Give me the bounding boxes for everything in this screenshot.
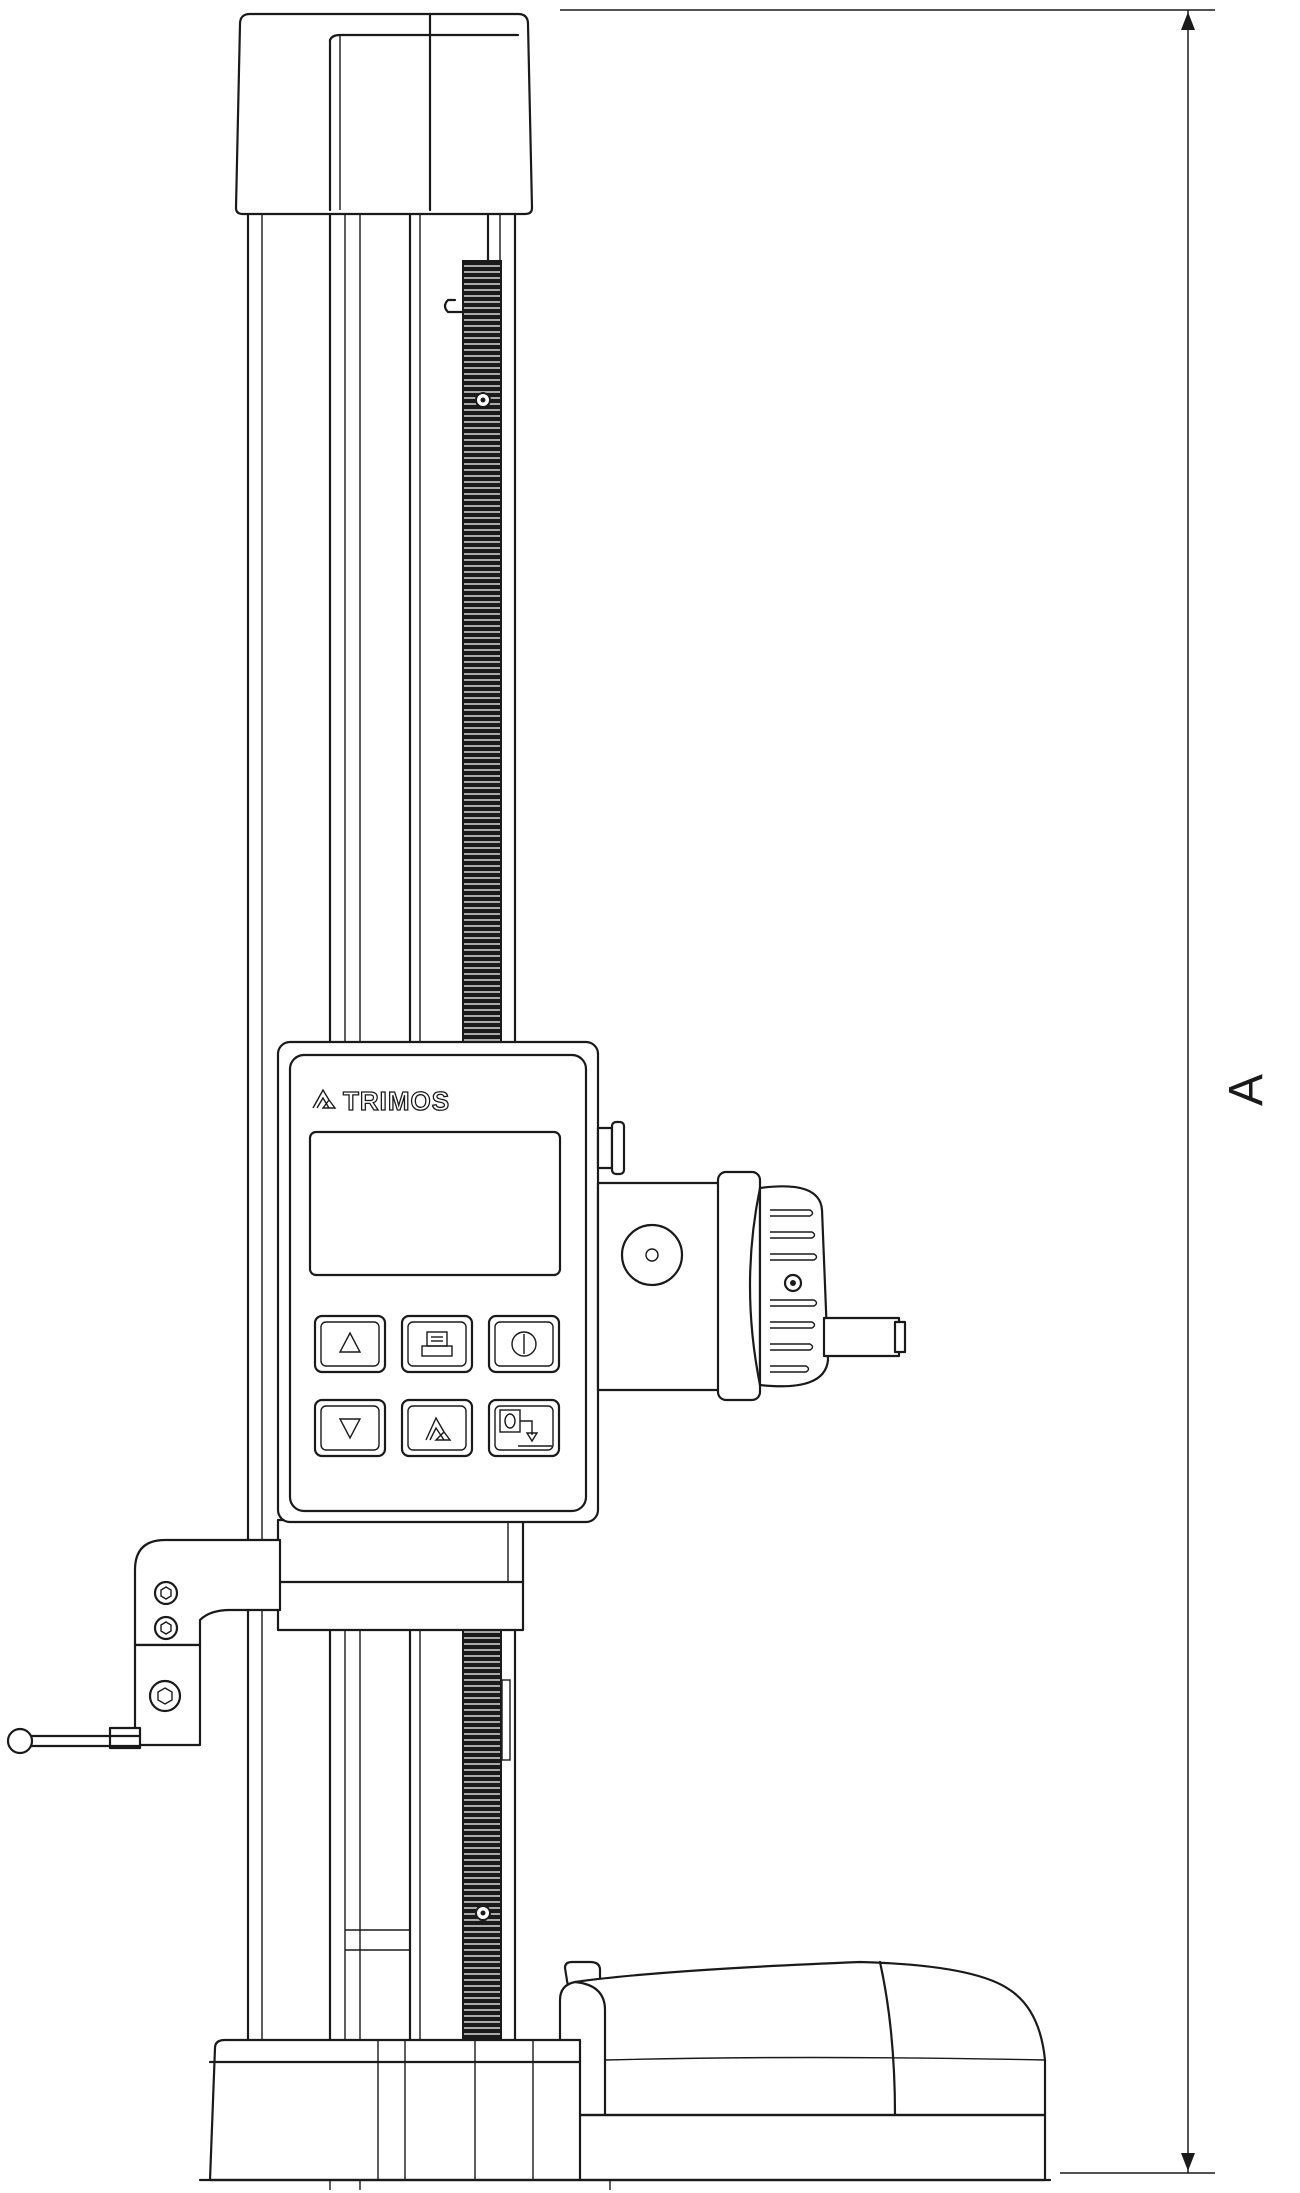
key-up[interactable] (313, 1314, 387, 1374)
key-down[interactable] (313, 1398, 387, 1458)
measuring-scale (462, 260, 511, 2095)
display-unit: TRIMOS (276, 1040, 626, 1524)
up-triangle-icon (338, 1331, 362, 1353)
fine-adjustment-wheel[interactable] (596, 1170, 907, 1402)
dimension-a: A (560, 9, 1273, 2174)
trimos-logo (312, 1088, 337, 1109)
lcd-screen (308, 1130, 562, 1277)
power-icon (511, 1331, 537, 1357)
keypad (313, 1314, 561, 1458)
trimos-logo-icon (425, 1416, 452, 1441)
zero-reset-icon (499, 1409, 552, 1447)
key-zero[interactable] (487, 1398, 561, 1458)
key-mode[interactable] (400, 1398, 474, 1458)
down-triangle-icon (338, 1418, 362, 1440)
key-print[interactable] (400, 1314, 474, 1374)
key-on-off[interactable] (487, 1314, 561, 1374)
dimension-label: A (1220, 1074, 1273, 1106)
carriage (6, 1518, 525, 1755)
top-cap (234, 12, 534, 216)
printer-icon (421, 1331, 453, 1357)
base (198, 1960, 1052, 2190)
brand-name: TRIMOS (343, 1086, 450, 1116)
